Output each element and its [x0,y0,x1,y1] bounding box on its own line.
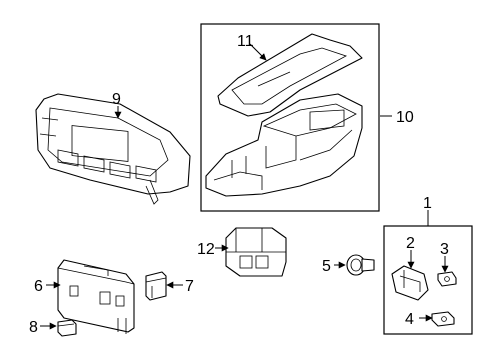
small-switch-lower [431,311,455,327]
control-module [57,259,135,334]
callout-8: 8 [29,319,38,336]
callout-12: 12 [197,241,215,258]
power-socket [346,254,375,276]
callout-4: 4 [405,311,414,328]
switch-assembly [391,265,429,301]
connector [145,271,167,301]
callout-1: 1 [423,195,432,212]
switch-module [225,227,287,277]
callout-10: 10 [396,109,414,126]
callout-3: 3 [440,241,449,258]
callout-11: 11 [237,33,254,50]
callout-2: 2 [406,235,415,252]
small-switch [437,271,457,287]
shifter-trim-bezel [217,33,363,117]
console-group-frame [200,23,380,212]
callout-6: 6 [34,278,43,295]
callout-5: 5 [322,258,331,275]
callout-9: 9 [112,91,121,108]
callout-7: 7 [185,278,194,295]
clip [57,319,77,337]
console-shifter-assembly [205,93,363,197]
climate-control-panel [35,93,191,205]
